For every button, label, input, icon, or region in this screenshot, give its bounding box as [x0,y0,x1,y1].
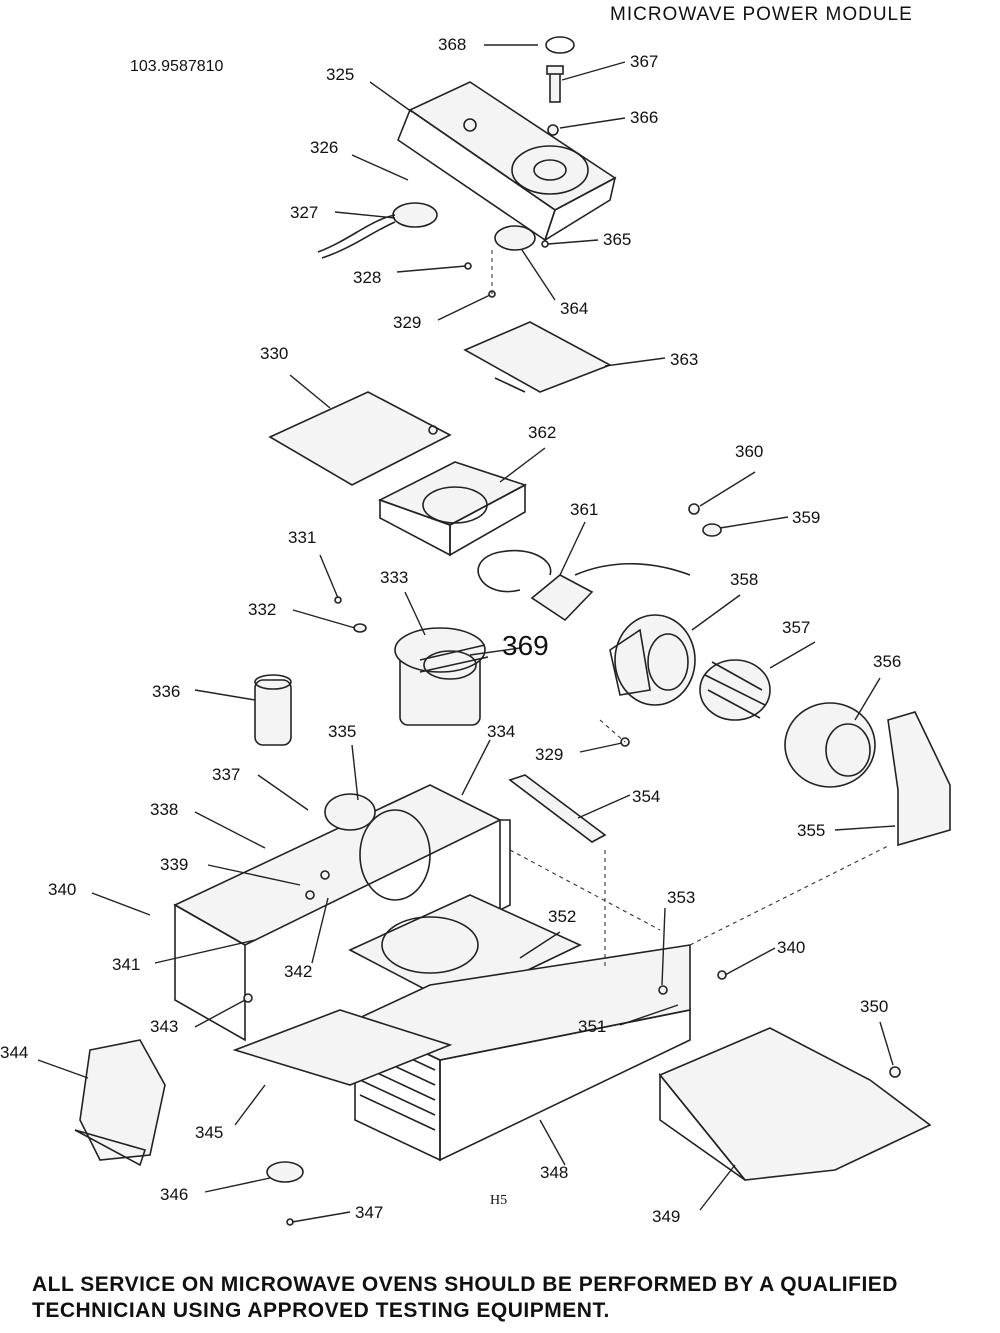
model-number: 103.9587810 [130,58,224,75]
callout-369: 369 [502,630,549,661]
callout-329: 329 [393,313,421,332]
callout-344: 344 [0,1043,28,1062]
latch-346 [266,1161,304,1183]
callout-364: 364 [560,299,588,318]
page-code: H5 [490,1193,508,1208]
cover-plate-363 [463,321,612,393]
callout-360: 360 [735,442,763,461]
callout-330: 330 [260,344,288,363]
callout-340b: 340 [777,938,805,957]
thermal-cutout-327 [317,202,438,259]
callout-340a: 340 [48,880,76,899]
switch-359 [702,523,722,537]
callout-338: 338 [150,800,178,819]
footer-line-2: TECHNICIAN USING APPROVED TESTING EQUIPM… [32,1299,610,1322]
callout-356: 356 [873,652,901,671]
leader-lines [37,44,896,1223]
capacitor-336 [254,674,292,746]
rail-354 [508,774,607,843]
callout-353: 353 [667,888,695,907]
blower-wheel-357 [699,659,771,721]
callout-366: 366 [630,108,658,127]
callout-332: 332 [248,600,276,619]
callout-336: 336 [152,682,180,701]
callout-354: 354 [632,787,660,806]
top-cover-325 [397,81,617,242]
callout-346: 346 [160,1185,188,1204]
magnetron-333 [394,627,489,726]
duct-355 [887,711,951,847]
callout-337: 337 [212,765,240,784]
callout-355: 355 [797,821,825,840]
callout-350: 350 [860,997,888,1016]
callout-361: 361 [570,500,598,519]
callout-341: 341 [112,955,140,974]
nut-366 [547,124,559,136]
callout-358: 358 [730,570,758,589]
callout-328: 328 [353,268,381,287]
blower-housing-358 [609,614,696,706]
service-warning-footer: ALL SERVICE ON MICROWAVE OVENS SHOULD BE… [32,1272,898,1324]
air-duct-362 [377,461,528,557]
outer-case-348 [353,944,691,1162]
callout-348: 348 [540,1163,568,1182]
callout-343: 343 [150,1017,178,1036]
callout-327: 327 [290,203,318,222]
base-tray-345 [232,1009,453,1086]
callout-labels: 368 367 325 366 326 327 365 328 364 329 … [0,35,901,1226]
callout-352: 352 [548,907,576,926]
gasket-368 [545,36,575,54]
footer-line-1: ALL SERVICE ON MICROWAVE OVENS SHOULD BE… [32,1273,898,1296]
callout-331: 331 [288,528,316,547]
page-title: MICROWAVE POWER MODULE [610,4,913,25]
callout-351: 351 [578,1017,606,1036]
callout-326: 326 [310,138,338,157]
callout-365: 365 [603,230,631,249]
stirrer-shaft-367 [546,65,564,103]
callout-363: 363 [670,350,698,369]
callout-347: 347 [355,1203,383,1222]
control-module-344 [74,1039,166,1167]
callout-368: 368 [438,35,466,54]
callout-345: 345 [195,1123,223,1142]
screw-360 [688,503,700,515]
callout-367: 367 [630,52,658,71]
callout-362: 362 [528,423,556,442]
fan-motor-bracket-361 [477,549,691,622]
callout-333: 333 [380,568,408,587]
callout-359: 359 [792,508,820,527]
blower-scroll-356 [784,702,876,788]
callout-342: 342 [284,962,312,981]
callout-357: 357 [782,618,810,637]
cover-plate-330 [268,391,452,486]
callout-335: 335 [328,722,356,741]
callout-325: 325 [326,65,354,84]
callout-349: 349 [652,1207,680,1226]
bottom-tray-349 [658,1027,932,1181]
callout-329b: 329 [535,745,563,764]
callout-339: 339 [160,855,188,874]
stirrer-motor-364 [494,225,536,251]
base-plate-352 [348,894,582,1006]
callout-334: 334 [487,722,515,741]
